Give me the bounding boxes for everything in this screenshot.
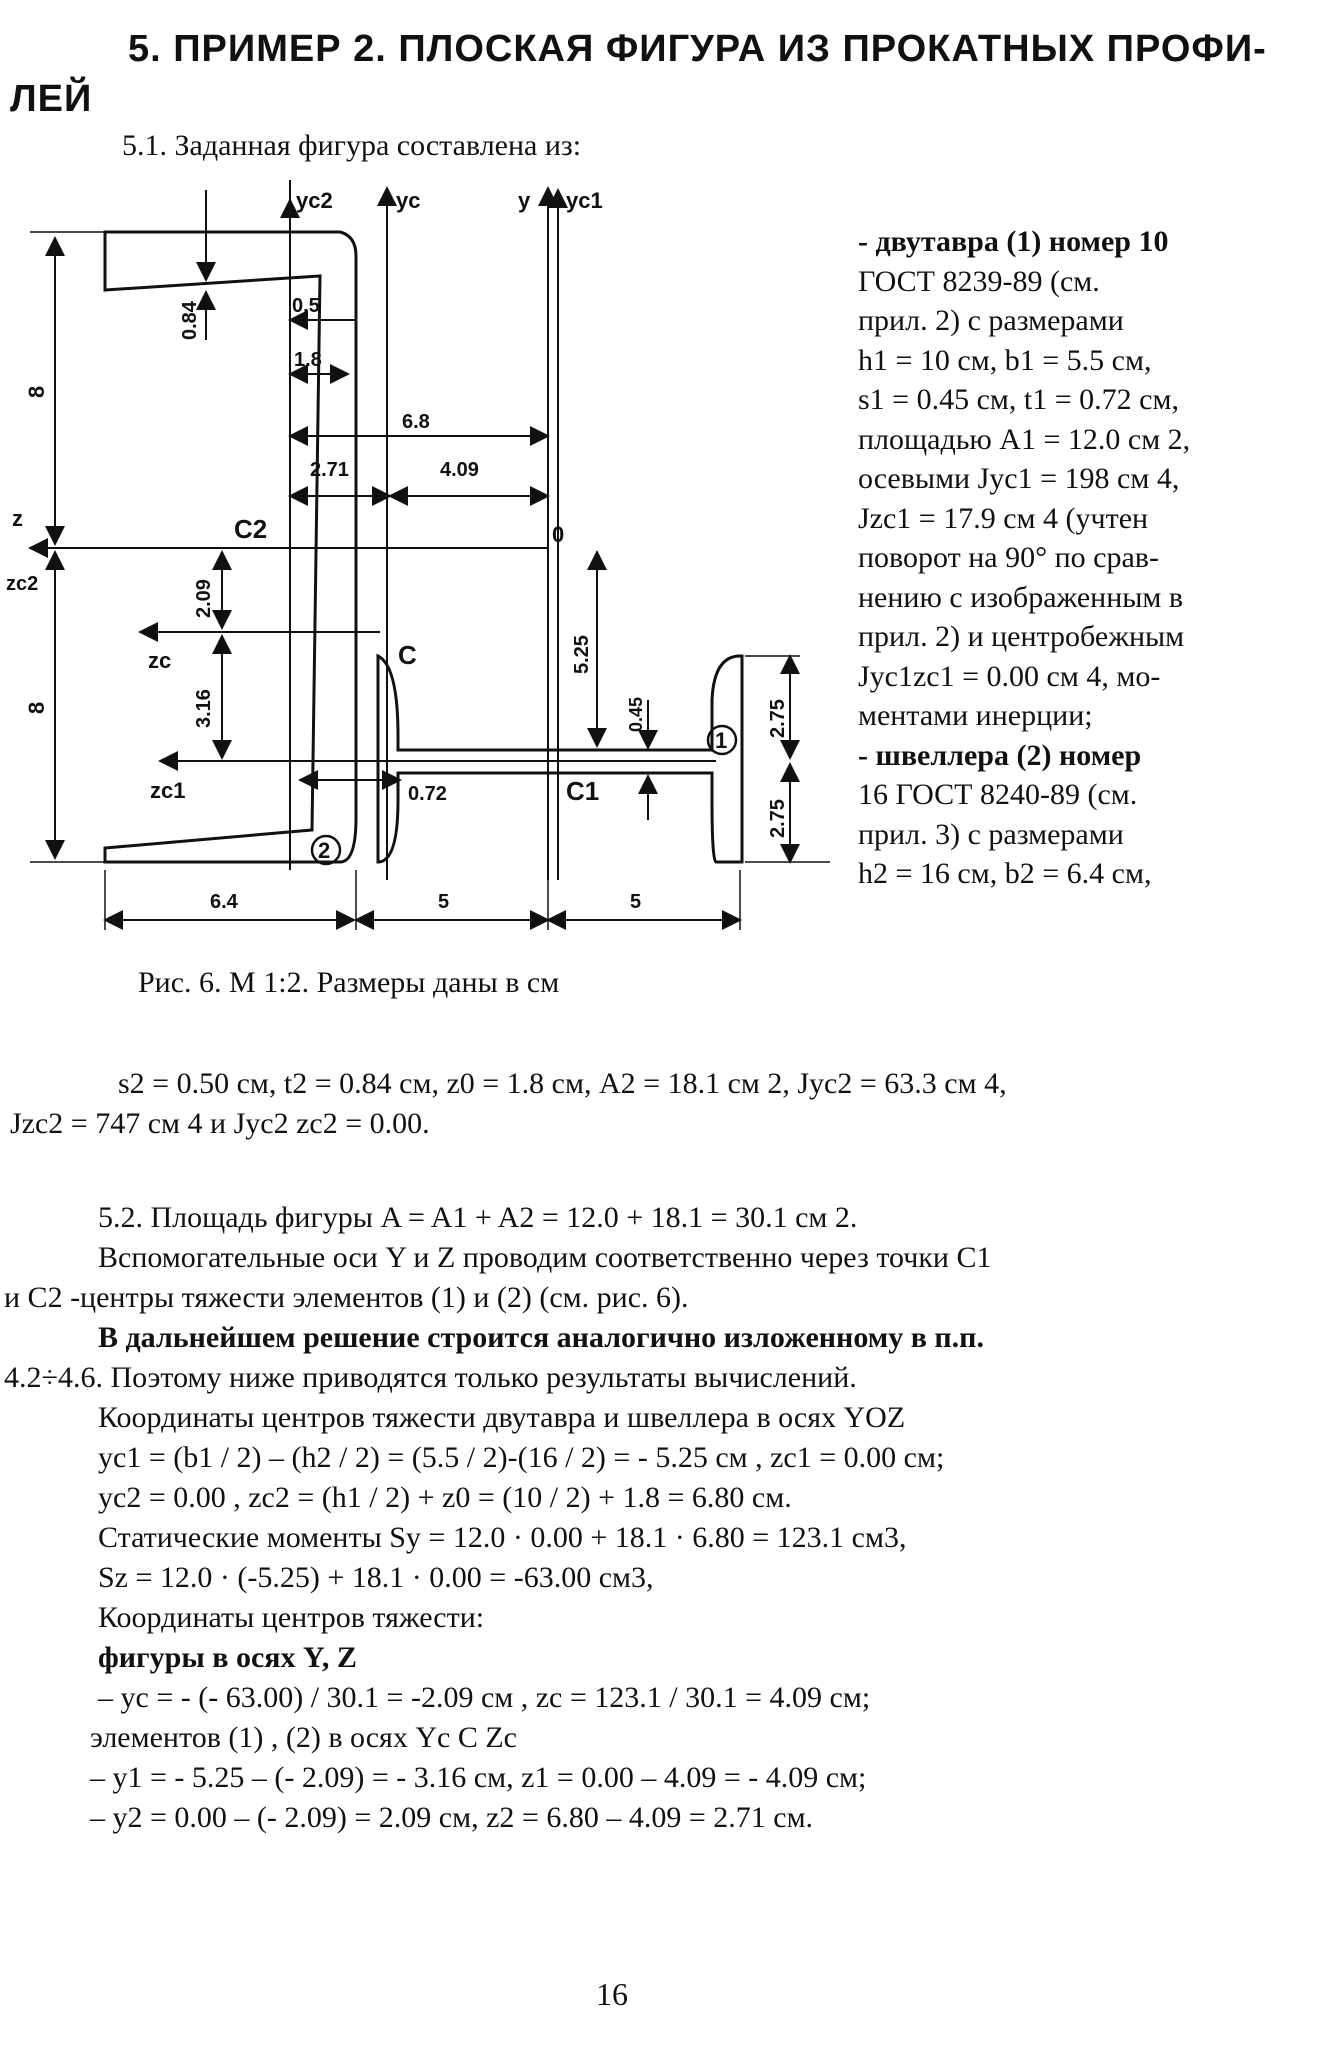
section-title-line1: 5. ПРИМЕР 2. ПЛОСКАЯ ФИГУРА ИЗ ПРОКАТНЫХ… <box>128 28 1267 70</box>
marker-1: 1 <box>715 728 727 753</box>
section-title-line2: ЛЕЙ <box>10 78 93 120</box>
right-line: прил. 2) с размерами <box>858 304 1124 337</box>
label-zc1: zc1 <box>150 778 185 803</box>
right-line: осевыми Jyc1 = 198 см 4, <box>858 462 1180 495</box>
figure-caption: Рис. 6. М 1:2. Размеры даны в см <box>138 966 560 999</box>
label-zc: zc <box>148 648 171 673</box>
right-line: h2 = 16 см, b2 = 6.4 см, <box>858 857 1152 890</box>
formula-line: – y2 = 0.00 – (- 2.09) = 2.09 см, z2 = 6… <box>90 1801 814 1834</box>
formula-line: Sz = 12.0 · (-5.25) + 18.1 · 0.00 = -63.… <box>98 1561 654 1594</box>
right-line: Jzc1 = 17.9 см 4 (учтен <box>858 501 1149 535</box>
formula-line: yc2 = 0.00 , zc2 = (h1 / 2) + z0 = (10 /… <box>98 1481 792 1514</box>
right-line: нению с изображенным в <box>858 580 1184 614</box>
dim-409: 4.09 <box>440 459 479 481</box>
body-line-bold: В дальнейшем решение строится аналогично… <box>98 1321 984 1354</box>
body-line: Jzc2 = 747 см 4 и Jyc2 zc2 = 0.00. <box>10 1107 430 1140</box>
marker-2: 2 <box>318 838 330 863</box>
right-line: прил. 2) и центробежным <box>858 620 1185 653</box>
dim-525: 5.25 <box>571 635 593 674</box>
i-beam-profile <box>376 653 744 864</box>
label-z: z <box>12 506 23 531</box>
dim-072: 0.72 <box>408 783 447 805</box>
body-line: 4.2÷4.6. Поэтому ниже приводятся только … <box>4 1361 857 1394</box>
dim-209: 2.09 <box>193 579 215 618</box>
body-line: и C2 -центры тяжести элементов (1) и (2)… <box>4 1281 689 1314</box>
page-number: 16 <box>596 1976 628 2012</box>
right-line: ментами инерции; <box>858 699 1093 732</box>
formula-line: Статические моменты Sy = 12.0 · 0.00 + 1… <box>98 1521 907 1554</box>
label-c2: C2 <box>234 514 267 544</box>
label-y: y <box>518 188 531 213</box>
body-line: элементов (1) , (2) в осях Yc C Zc <box>90 1721 517 1754</box>
body-line: Вспомогательные оси Y и Z проводим соотв… <box>98 1241 992 1274</box>
body-line-bold: фигуры в осях Y, Z <box>98 1641 357 1674</box>
right-line: ГОСТ 8239-89 (см. <box>858 264 1100 298</box>
body-line: s2 = 0.50 см, t2 = 0.84 см, z0 = 1.8 см,… <box>118 1067 1007 1100</box>
section-5-2-line: 5.2. Площадь фигуры A = A1 + A2 = 12.0 +… <box>98 1201 858 1234</box>
right-line: поворот на 90° по срав- <box>858 541 1159 574</box>
dim-8b: 8 <box>24 702 49 714</box>
label-yc2: yc2 <box>296 188 333 213</box>
dim-5a: 5 <box>438 891 449 913</box>
dim-8a: 8 <box>24 386 49 398</box>
dim-084: 0.84 <box>179 300 201 340</box>
body-line: Координаты центров тяжести двутавра и шв… <box>98 1401 906 1434</box>
label-yc1: yc1 <box>566 188 603 213</box>
section-5-1-heading: 5.1. Заданная фигура составлена из: <box>122 129 582 162</box>
right-line: Jyc1zc1 = 0.00 см 4, мо- <box>858 659 1161 693</box>
dim-5b: 5 <box>630 891 641 913</box>
dim-045: 0.45 <box>626 697 646 732</box>
body-line: Координаты центров тяжести: <box>98 1601 485 1634</box>
label-c: C <box>398 640 417 670</box>
dim-275a: 2.75 <box>767 699 789 738</box>
formula-line: yc1 = (b1 / 2) – (h2 / 2) = (5.5 / 2)-(1… <box>98 1441 945 1474</box>
dim-316: 3.16 <box>193 689 215 728</box>
formula-line: – y1 = - 5.25 – (- 2.09) = - 3.16 см, z1… <box>90 1761 867 1794</box>
dim-271: 2.71 <box>310 459 349 481</box>
formula-line: – yc = - (- 63.00) / 30.1 = -2.09 см , z… <box>98 1681 871 1714</box>
dim-18: 1.8 <box>294 349 322 371</box>
channel-profile <box>103 230 358 864</box>
right-line: - швеллера (2) номер <box>858 738 1142 772</box>
dim-05: 0.5 <box>292 295 320 317</box>
right-line: прил. 3) с размерами <box>858 817 1124 851</box>
dim-64: 6.4 <box>210 891 239 913</box>
label-c1: C1 <box>566 776 599 806</box>
label-zc2: zc2 <box>6 573 38 595</box>
right-line: 16 ГОСТ 8240-89 (см. <box>858 778 1138 811</box>
right-line: h1 = 10 см, b1 = 5.5 см, <box>858 343 1152 377</box>
label-origin: 0 <box>552 522 564 547</box>
right-line: s1 = 0.45 см, t1 = 0.72 см, <box>858 383 1179 416</box>
right-text-column: - двутавра (1) номер 10 ГОСТ 8239-89 (см… <box>858 222 1308 894</box>
right-line: площадью A1 = 12.0 см 2, <box>858 422 1191 456</box>
dim-68: 6.8 <box>402 411 430 433</box>
figure-6-drawing: yc2 yc y yc1 z zc2 zc zc1 C2 C C1 0 2 1 … <box>6 180 830 930</box>
right-line: - двутавра (1) номер 10 <box>858 225 1169 258</box>
dim-275b: 2.75 <box>767 799 789 838</box>
label-yc: yc <box>396 188 420 213</box>
